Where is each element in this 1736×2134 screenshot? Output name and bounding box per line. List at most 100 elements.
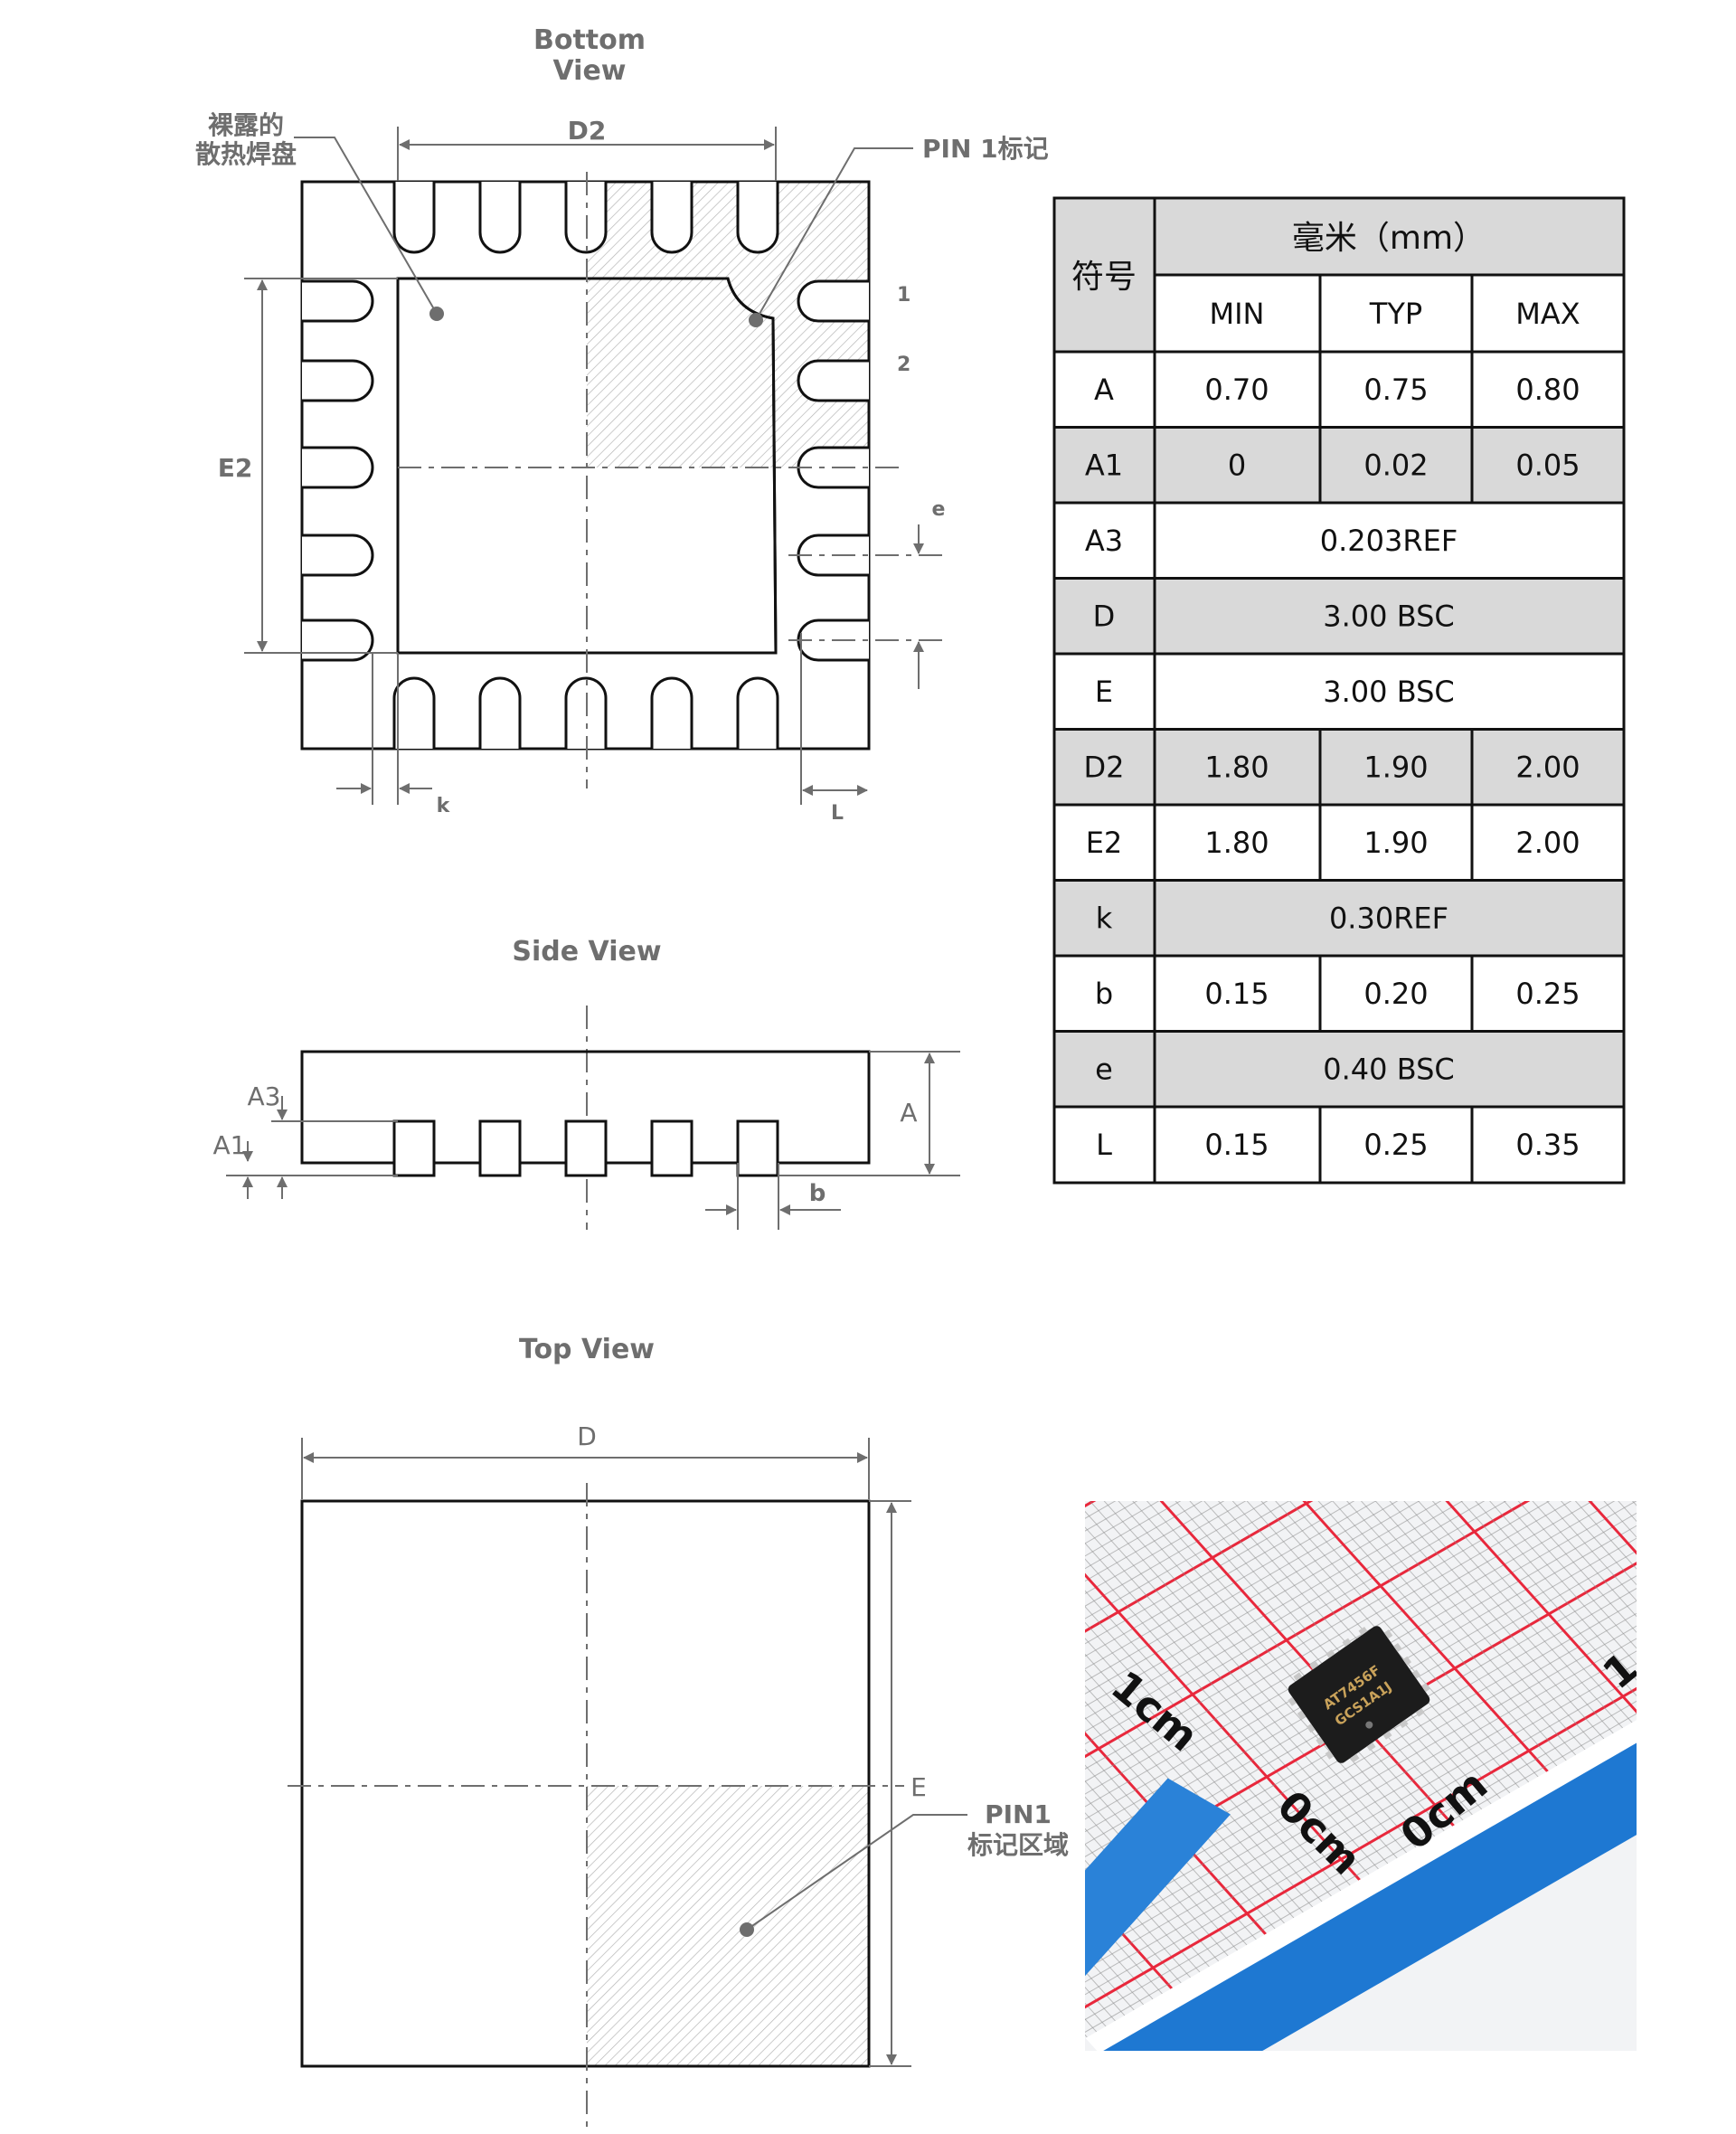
pin1-hatched-quadrant [587,182,869,467]
table-cell-symbol: k [1096,901,1113,935]
table-cell-min: 1.80 [1204,826,1269,860]
table-cell-typ: 1.90 [1363,750,1428,784]
lead-pad-left [302,359,374,402]
side-lead [392,1119,436,1177]
exposed-pad-label-line2: 散热焊盘 [195,139,297,169]
side-lead [650,1119,693,1177]
table-row [1054,352,1624,428]
table-row [1054,427,1624,503]
table-cell-symbol: A3 [1085,524,1123,558]
table-border [1052,196,1626,1185]
table-cell-max: 2.00 [1515,750,1580,784]
dim-label-A3: A3 [248,1081,281,1111]
lead-pad-top [478,182,522,254]
table-cell-typ: 0.25 [1363,1128,1428,1162]
dim-label-D: D [577,1421,597,1451]
table-cell-symbol: E2 [1086,826,1123,860]
pin1-area-label-line2: 标记区域 [967,1830,1069,1860]
table-cell-min: 1.80 [1204,750,1269,784]
table-cell-symbol: A [1094,373,1114,407]
table-cell-min: 0.15 [1204,977,1269,1011]
dim-label-E: E [910,1772,927,1802]
bottom-view: Bottom View D2 E2 裸露的 散热焊盘 PIN 1标记 [195,24,1049,825]
package-outline-top [300,1499,871,2068]
table-cell-max: 0.05 [1515,448,1580,482]
dim-label-L: L [831,802,844,825]
pin1-mark-label: PIN 1标记 [922,134,1049,164]
table-cell-symbol: A1 [1085,448,1123,482]
lead-pad-left [302,446,374,489]
table-cell-max: 2.00 [1515,826,1580,860]
table-header-symbol: 符号 [1071,259,1137,296]
table-cell-typ: 0.02 [1363,448,1428,482]
table-cell-min: 0.15 [1204,1128,1269,1162]
table-cell-max: 0.80 [1515,373,1580,407]
dim-label-A1: A1 [213,1130,247,1160]
chip-pin1-dot [1365,1721,1373,1729]
table-header-typ: TYP [1369,297,1422,331]
table-cell-typ: 0.20 [1363,977,1428,1011]
dim-label-e: e [932,498,946,521]
side-leads [392,1119,779,1177]
table-cell-symbol: e [1095,1052,1113,1086]
lead-pad-top [736,182,779,254]
dim-label-D2: D2 [568,116,607,146]
lead-pad-top [392,182,436,254]
table-row [1054,956,1624,1032]
table-cell-symbol: D2 [1084,750,1125,784]
lead-pad-left [302,279,374,323]
table-cell-typ: 0.75 [1363,373,1428,407]
table-cell-symbol: D [1093,599,1116,633]
lead-pad-left [302,534,374,577]
lead-pad-right [797,359,869,402]
product-photo: AT7456F GCS1A1J 1cm 0cm 0cm 1 [1085,1501,1637,2051]
table-cell-max: 0.35 [1515,1128,1580,1162]
table-cell-symbol: E [1095,675,1113,709]
lead-pad-bottom [736,676,779,749]
pin1-marking-area [587,1786,869,2066]
table-cell-symbol: b [1095,977,1113,1011]
table-row [1054,1031,1624,1107]
lead-pad-bottom [392,676,436,749]
table-cell-span: 3.00 BSC [1323,675,1454,709]
lead-pad-top [650,182,693,254]
pin1-area-label-line1: PIN1 [985,1799,1052,1829]
pin1-area-leader-dot [740,1922,754,1937]
table-cell-max: 0.25 [1515,977,1580,1011]
exposed-pad-label-line1: 裸露的 [208,110,284,140]
dim-label-E2: E2 [218,453,253,483]
top-view: Top View D E PIN1 标记区域 [288,1334,1069,2134]
lead-pad-bottom [478,676,522,749]
table-cell-typ: 1.90 [1363,826,1428,860]
ruler-edge-blue [1098,1640,1637,2051]
table-header-unit: 毫米（mm） [1292,220,1486,257]
table-row [1054,880,1624,956]
table-cell-span: 3.00 BSC [1323,599,1454,633]
chip-body [1288,1626,1430,1763]
dim-label-A: A [900,1098,917,1128]
table-row [1054,503,1624,579]
table-row [1054,729,1624,805]
table-row [1054,654,1624,730]
side-lead [736,1119,779,1177]
dim-label-b: b [809,1180,826,1207]
pin-number-2: 2 [897,354,910,376]
lead-pad-left [302,618,374,662]
table-cell-min: 0.70 [1204,373,1269,407]
table-row [1054,805,1624,881]
table-cell-span: 0.203REF [1320,524,1458,558]
pin1-leader-dot [749,313,763,327]
lead-pads [302,182,869,749]
lead-pad-bottom [650,676,693,749]
table-row [1054,578,1624,654]
dim-label-k: k [437,795,451,817]
table-cell-min: 0 [1228,448,1246,482]
pad-leader-dot [429,307,444,321]
pin-number-1: 1 [897,284,910,307]
table-cell-symbol: L [1096,1128,1112,1162]
bottom-view-title-line1: Bottom [533,24,646,56]
bottom-view-title-line2: View [552,55,626,87]
side-lead [564,1119,608,1177]
